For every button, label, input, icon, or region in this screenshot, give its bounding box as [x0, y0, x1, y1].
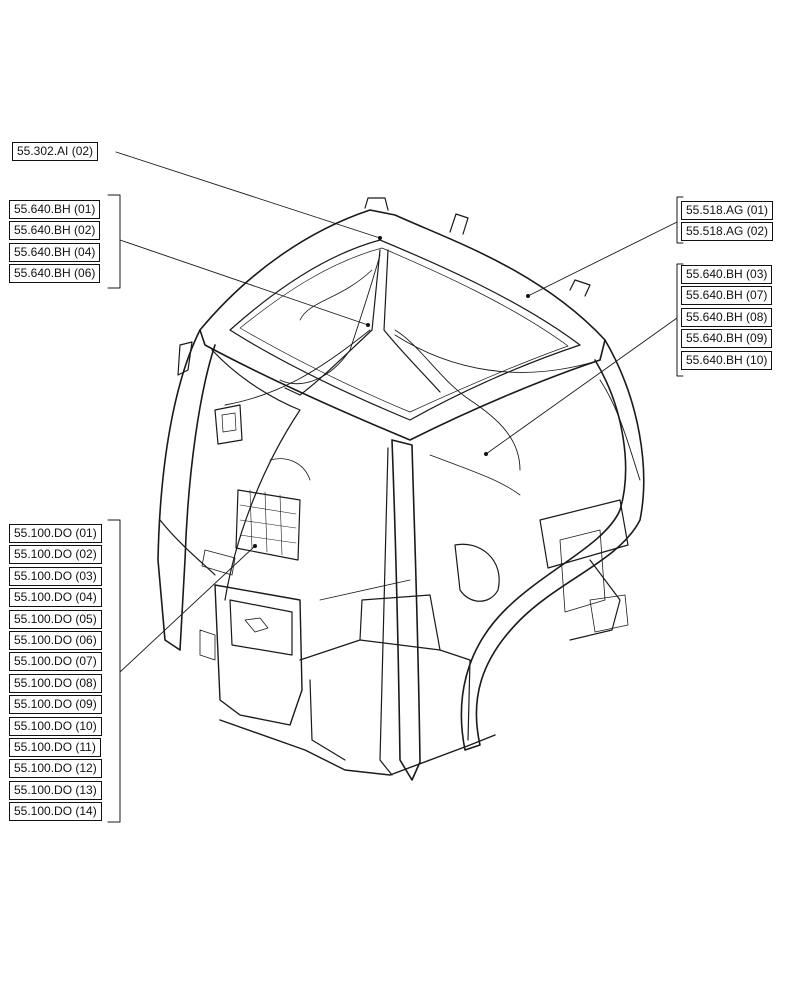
leader-right-harness — [485, 317, 678, 455]
bracket-left-harness — [107, 194, 121, 289]
cab-floor — [219, 719, 496, 776]
part-reference-label[interactable]: 55.640.BH (06) — [9, 264, 101, 284]
part-reference-label[interactable]: 55.100.DO (07) — [9, 652, 102, 672]
leader-console — [119, 545, 256, 673]
part-reference-label[interactable]: 55.100.DO (01) — [9, 524, 102, 543]
bracket-right-harness — [676, 263, 684, 377]
part-reference-label[interactable]: 55.640.BH (01) — [9, 200, 101, 219]
harness-wire-a — [279, 254, 381, 385]
part-reference-label[interactable]: 55.100.DO (03) — [9, 566, 102, 586]
bracket-roof-right — [676, 196, 684, 244]
part-reference-label[interactable]: 55.100.DO (12) — [9, 759, 102, 779]
roof-inner-window — [229, 239, 581, 421]
leader-left-harness — [119, 239, 369, 326]
part-reference-label[interactable]: 55.640.BH (07) — [681, 286, 773, 306]
part-reference-label[interactable]: 55.518.AG (02) — [681, 222, 774, 242]
part-reference-label[interactable]: 55.302.AI (02) — [12, 142, 99, 161]
part-reference-label[interactable]: 55.100.DO (06) — [9, 631, 102, 650]
part-reference-label[interactable]: 55.640.BH (04) — [9, 242, 101, 262]
leader-roof-right — [527, 221, 678, 297]
part-reference-label[interactable]: 55.100.DO (10) — [9, 716, 102, 736]
part-reference-label[interactable]: 55.100.DO (04) — [9, 588, 102, 608]
part-reference-label[interactable]: 55.100.DO (13) — [9, 780, 102, 800]
part-reference-label[interactable]: 55.518.AG (01) — [681, 201, 774, 220]
part-reference-label[interactable]: 55.100.DO (05) — [9, 609, 102, 629]
front-center-pillar — [391, 439, 421, 781]
part-reference-label[interactable]: 55.100.DO (09) — [9, 695, 102, 715]
leader-top-left — [115, 151, 381, 239]
part-reference-label[interactable]: 55.640.BH (08) — [681, 307, 773, 327]
part-reference-label[interactable]: 55.100.DO (02) — [9, 545, 102, 565]
console-housing — [214, 584, 303, 726]
part-reference-label[interactable]: 55.640.BH (09) — [681, 329, 773, 349]
bracket-console — [107, 519, 121, 823]
part-reference-label[interactable]: 55.640.BH (10) — [681, 350, 773, 370]
roof-cross-beam-a — [284, 249, 381, 396]
part-reference-label[interactable]: 55.640.BH (02) — [9, 221, 101, 241]
part-reference-label[interactable]: 55.100.DO (11) — [9, 738, 101, 757]
right-pillar — [460, 339, 645, 751]
console-electronics — [235, 489, 301, 561]
roof-outline — [199, 209, 606, 441]
left-a-pillar — [157, 329, 216, 651]
part-reference-label[interactable]: 55.100.DO (08) — [9, 673, 102, 693]
part-reference-label[interactable]: 55.100.DO (14) — [9, 802, 102, 822]
part-reference-label[interactable]: 55.640.BH (03) — [681, 265, 773, 284]
